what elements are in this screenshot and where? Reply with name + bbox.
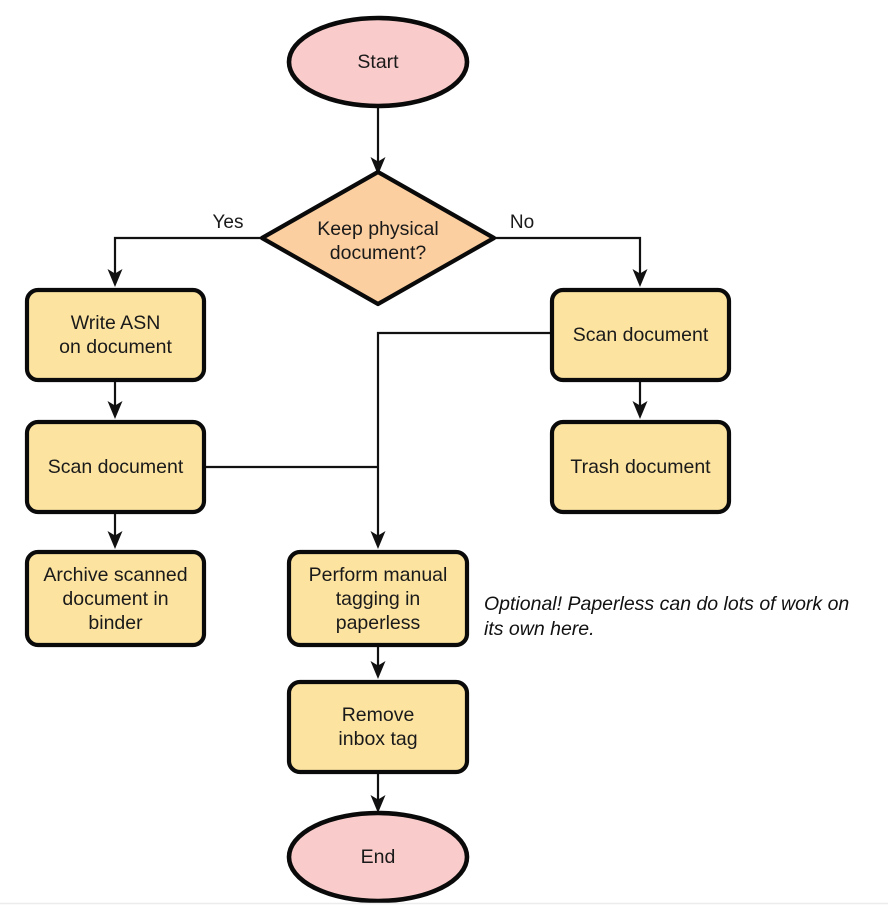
remove-inbox-label-line-2: inbox tag (338, 728, 417, 750)
connector-layer (107, 106, 648, 813)
edge-scan-right-to-tagging (370, 331, 552, 549)
scan-document-left-box (24, 419, 207, 515)
node-start[interactable]: Start (286, 15, 470, 109)
archive-label-line-3: binder (88, 612, 143, 634)
edge-label-no: No (510, 212, 534, 233)
start-ellipse (286, 15, 470, 109)
decision-diamond (259, 169, 497, 307)
edge-decision-to-write-asn (107, 236, 262, 287)
annotation-optional-note: Optional! Paperless can do lots of work … (484, 593, 849, 640)
optional-note-line-2: its own here. (484, 618, 595, 640)
optional-note-line-1: Optional! Paperless can do lots of work … (484, 593, 849, 615)
tagging-box (286, 549, 470, 648)
edge-decision-to-scan-right (494, 236, 648, 287)
node-trash-document[interactable]: Trash document (549, 419, 732, 515)
decision-label-line-2: document? (330, 242, 427, 264)
node-remove-inbox-tag[interactable]: Remove inbox tag (286, 679, 470, 775)
edge-scan-right-to-trash (632, 380, 648, 419)
end-ellipse (286, 810, 470, 904)
edge-start-to-decision (370, 106, 386, 175)
node-write-asn-on-document[interactable]: Write ASN on document (24, 287, 207, 383)
node-archive-scanned-document[interactable]: Archive scanned document in binder (24, 549, 207, 648)
node-decision-keep-physical-document[interactable]: Keep physical document? (259, 169, 497, 307)
write-asn-label-line-2: on document (59, 336, 172, 358)
node-end[interactable]: End (286, 810, 470, 904)
decision-label-line-1: Keep physical (317, 218, 438, 240)
write-asn-label-line-1: Write ASN (71, 312, 161, 334)
write-asn-box (24, 287, 207, 383)
scan-document-left-label: Scan document (48, 456, 184, 478)
tagging-label-line-3: paperless (336, 612, 421, 634)
end-label: End (361, 846, 396, 868)
archive-label-line-2: document in (62, 588, 168, 610)
edge-scan-left-to-archive (107, 512, 123, 549)
scan-document-right-box (549, 287, 732, 383)
tagging-label-line-2: tagging in (336, 588, 421, 610)
archive-box (24, 549, 207, 648)
node-scan-document-right[interactable]: Scan document (549, 287, 732, 383)
edge-label-yes: Yes (213, 212, 244, 233)
scan-document-right-label: Scan document (573, 324, 709, 346)
trash-document-label: Trash document (570, 456, 711, 478)
remove-inbox-label-line-1: Remove (342, 704, 415, 726)
trash-document-box (549, 419, 732, 515)
node-perform-manual-tagging[interactable]: Perform manual tagging in paperless (286, 549, 470, 648)
remove-inbox-box (286, 679, 470, 775)
tagging-label-line-1: Perform manual (309, 564, 448, 586)
archive-label-line-1: Archive scanned (43, 564, 187, 586)
edge-tagging-to-remove-inbox (370, 645, 386, 679)
start-label: Start (357, 51, 399, 73)
edge-write-asn-to-scan-left (107, 380, 123, 419)
edge-remove-inbox-to-end (370, 772, 386, 813)
node-scan-document-left[interactable]: Scan document (24, 419, 207, 515)
